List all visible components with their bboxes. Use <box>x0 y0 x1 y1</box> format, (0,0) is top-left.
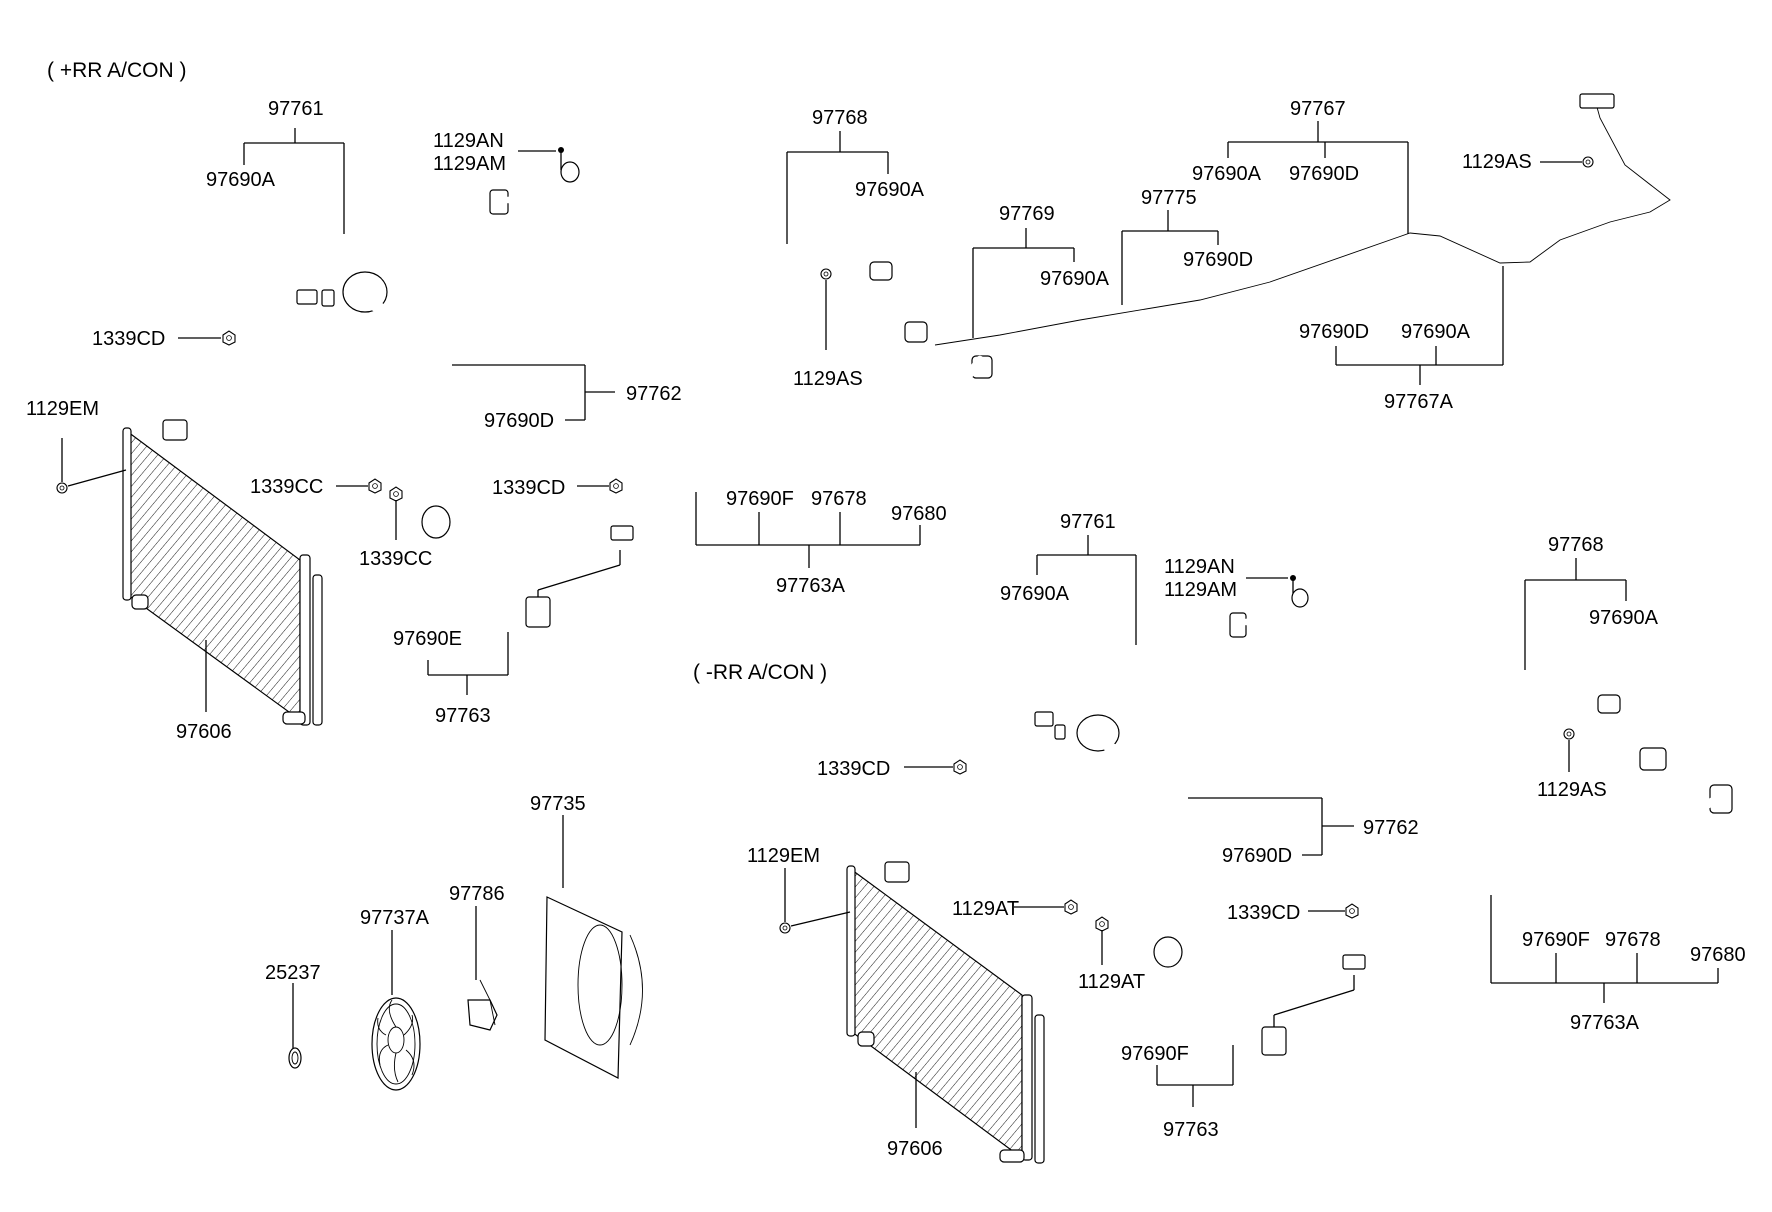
part-97767-tube-pair[interactable] <box>930 93 1675 350</box>
label-1129EM[interactable]: 1129EM <box>747 845 820 867</box>
label-97690A[interactable]: 97690A <box>855 179 925 201</box>
label-97690D[interactable]: 97690D <box>1183 249 1253 271</box>
variant-plus-rr-acon: ( +RR A/CON ) 97761 97690A 1129AN 1129AM <box>26 59 1675 743</box>
label-97768[interactable]: 97768 <box>1548 534 1604 556</box>
fan-assembly: 97735 97786 97737A 25237 <box>265 793 643 1091</box>
part-97606-condenser[interactable] <box>122 419 323 726</box>
part-97762-hose[interactable] <box>296 271 456 466</box>
label-97606[interactable]: 97606 <box>887 1138 943 1160</box>
part-97735-shroud[interactable] <box>544 896 643 1079</box>
label-1339CC[interactable]: 1339CC <box>359 548 432 570</box>
label-97690F[interactable]: 97690F <box>1121 1043 1189 1065</box>
label-1129AS[interactable]: 1129AS <box>793 368 863 390</box>
label-97761[interactable]: 97761 <box>268 98 324 120</box>
bolt-icon <box>779 922 791 934</box>
label-97762[interactable]: 97762 <box>1363 817 1419 839</box>
label-97786[interactable]: 97786 <box>449 883 505 905</box>
label-97678[interactable]: 97678 <box>1605 929 1661 951</box>
bolt-icon <box>1563 728 1575 740</box>
part-junction-block[interactable] <box>866 261 993 379</box>
part-97606-condenser[interactable] <box>846 861 1045 1164</box>
part-97768-tube[interactable] <box>571 214 884 279</box>
label-1339CC[interactable]: 1339CC <box>250 476 323 498</box>
nut-icon <box>222 330 236 346</box>
label-97690E[interactable]: 97690E <box>393 628 462 650</box>
part-junction-block[interactable] <box>1526 668 1733 814</box>
label-97680[interactable]: 97680 <box>1690 944 1746 966</box>
variant-heading: ( +RR A/CON ) <box>47 59 186 82</box>
label-1129AN[interactable]: 1129AN <box>433 130 504 152</box>
nut-icon <box>389 486 403 502</box>
part-97786-motor[interactable] <box>467 979 498 1031</box>
label-25237[interactable]: 25237 <box>265 962 321 984</box>
part-97761-liquid-tube[interactable] <box>244 189 579 368</box>
nut-icon <box>609 478 623 494</box>
nut-icon <box>368 478 382 494</box>
nut-icon <box>1095 916 1109 932</box>
part-97763A-tube[interactable] <box>610 355 985 541</box>
label-97763[interactable]: 97763 <box>435 705 491 727</box>
label-97690A[interactable]: 97690A <box>1589 607 1659 629</box>
label-97690D[interactable]: 97690D <box>1222 845 1292 867</box>
bolt-icon <box>820 268 832 280</box>
nut-icon <box>1345 903 1359 919</box>
label-1339CD[interactable]: 1339CD <box>817 758 890 780</box>
label-97761[interactable]: 97761 <box>1060 511 1116 533</box>
label-1129EM[interactable]: 1129EM <box>26 398 99 420</box>
label-97737A[interactable]: 97737A <box>360 907 430 929</box>
nut-icon <box>1064 899 1078 915</box>
clamp-icon <box>1290 575 1309 608</box>
label-97763A[interactable]: 97763A <box>1570 1012 1640 1034</box>
label-1129AS[interactable]: 1129AS <box>1537 779 1607 801</box>
label-97690F[interactable]: 97690F <box>1522 929 1590 951</box>
label-97678[interactable]: 97678 <box>811 488 867 510</box>
label-97690A[interactable]: 97690A <box>206 169 276 191</box>
label-97767A[interactable]: 97767A <box>1384 391 1454 413</box>
label-97769[interactable]: 97769 <box>999 203 1055 225</box>
part-25237-oring[interactable] <box>288 1047 302 1069</box>
part-97763A-tube[interactable] <box>1342 795 1720 970</box>
label-97762[interactable]: 97762 <box>626 383 682 405</box>
label-1339CD[interactable]: 1339CD <box>492 477 565 499</box>
label-1339CD[interactable]: 1339CD <box>92 328 165 350</box>
part-97763-hose[interactable] <box>1153 901 1294 1094</box>
label-97763A[interactable]: 97763A <box>776 575 846 597</box>
part-97762-hose[interactable] <box>1034 711 1191 896</box>
label-97606[interactable]: 97606 <box>176 721 232 743</box>
label-1129AT[interactable]: 1129AT <box>952 898 1019 920</box>
label-97768[interactable]: 97768 <box>812 107 868 129</box>
label-97690A[interactable]: 97690A <box>1192 163 1262 185</box>
part-97763-hose[interactable] <box>421 476 564 662</box>
label-1129AT[interactable]: 1129AT <box>1078 971 1145 993</box>
variant-heading: ( -RR A/CON ) <box>693 661 827 684</box>
label-97690F[interactable]: 97690F <box>726 488 794 510</box>
label-1339CD[interactable]: 1339CD <box>1227 902 1300 924</box>
label-1129AS[interactable]: 1129AS <box>1462 151 1532 173</box>
label-97767[interactable]: 97767 <box>1290 98 1346 120</box>
variant-minus-rr-acon: ( -RR A/CON ) 97761 97690A 1129AN 1129AM… <box>693 511 1746 1164</box>
part-97737A-fan[interactable] <box>371 997 421 1091</box>
label-97690D[interactable]: 97690D <box>1299 321 1369 343</box>
label-97775[interactable]: 97775 <box>1141 187 1197 209</box>
label-1129AN[interactable]: 1129AN <box>1164 556 1235 578</box>
label-1129AM[interactable]: 1129AM <box>433 153 506 175</box>
bolt-icon <box>56 482 68 494</box>
label-97735[interactable]: 97735 <box>530 793 586 815</box>
label-97690A[interactable]: 97690A <box>1000 583 1070 605</box>
label-97690A[interactable]: 97690A <box>1401 321 1471 343</box>
label-97690D[interactable]: 97690D <box>484 410 554 432</box>
part-97761-liquid-tube[interactable] <box>986 612 1534 797</box>
nut-icon <box>953 759 967 775</box>
label-97690D[interactable]: 97690D <box>1289 163 1359 185</box>
label-97690A[interactable]: 97690A <box>1040 268 1110 290</box>
label-1129AM[interactable]: 1129AM <box>1164 579 1237 601</box>
bolt-icon <box>1582 156 1594 168</box>
label-97763[interactable]: 97763 <box>1163 1119 1219 1141</box>
clamp-icon <box>558 147 580 183</box>
label-97680[interactable]: 97680 <box>891 503 947 525</box>
